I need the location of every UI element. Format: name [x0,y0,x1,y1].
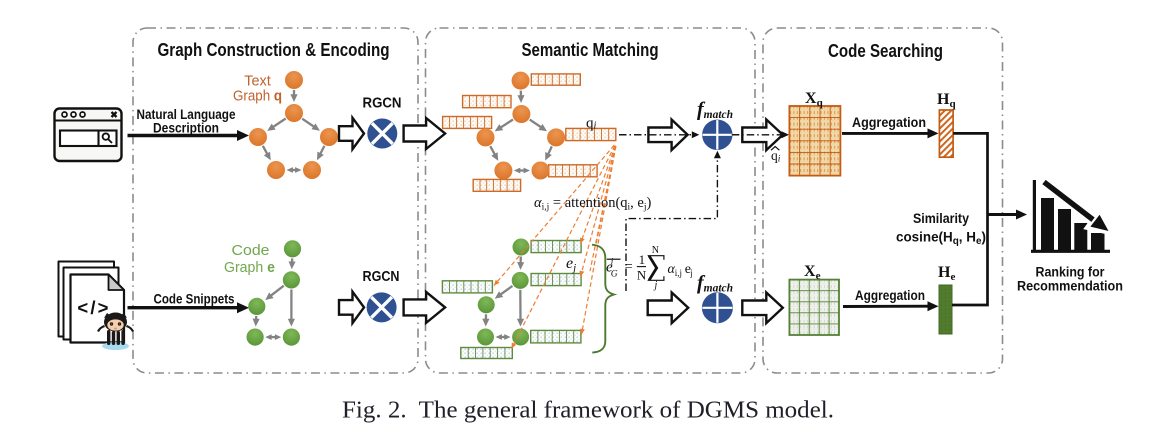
svg-text:Fig. 2. The general framework: Fig. 2. The general framework of DGMS mo… [342,397,834,424]
svg-text:fmatch: fmatch [697,99,733,122]
svg-text:Code Searching: Code Searching [828,41,943,61]
svg-text:N: N [652,245,659,256]
svg-text:He: He [938,264,955,283]
svg-text:Description: Description [153,121,219,136]
svg-text:N: N [637,267,647,282]
svg-text:j: j [689,268,693,278]
svg-text:qi: qi [586,116,597,132]
svg-text:Natural Language: Natural Language [137,107,236,122]
svg-text:Text: Text [244,74,271,90]
svg-text:Aggregation: Aggregation [852,115,926,130]
svg-text:Graph q: Graph q [233,89,282,105]
svg-text:e: e [606,259,613,275]
svg-text:RGCN: RGCN [363,269,400,285]
svg-text:α: α [668,262,676,277]
svg-text:RGCN: RGCN [363,96,402,112]
svg-text:1: 1 [639,252,646,267]
svg-text:Similarity: Similarity [913,211,969,226]
svg-text:ej: ej [566,255,576,274]
svg-text:i,j: i,j [675,268,682,278]
svg-text:Hq: Hq [937,91,956,110]
svg-text:</>: </> [77,297,110,318]
svg-text:j: j [653,280,658,291]
svg-text:αi,j = attention(qi, ej): αi,j = attention(qi, ej) [534,195,652,213]
svg-text:Xe: Xe [804,263,821,282]
svg-text:e: e [685,262,691,277]
svg-text:Graph e: Graph e [224,260,275,276]
svg-text:Semantic Matching: Semantic Matching [522,40,659,60]
svg-text:G: G [611,269,618,279]
svg-text:=: = [625,259,633,274]
svg-text:Recommendation: Recommendation [1017,279,1123,294]
svg-text:cosine(Hq, He): cosine(Hq, He) [896,230,986,248]
svg-text:Ranking for: Ranking for [1036,265,1106,280]
svg-text:fmatch: fmatch [697,272,733,295]
svg-text:Aggregation: Aggregation [855,288,925,303]
svg-text:Code: Code [232,243,270,259]
svg-text:Xq: Xq [805,90,824,109]
svg-text:Code Snippets: Code Snippets [154,292,235,307]
svg-text:i: i [611,256,614,266]
svg-text:qi: qi [771,148,781,165]
svg-text:Graph Construction & Encoding: Graph Construction & Encoding [158,40,390,60]
